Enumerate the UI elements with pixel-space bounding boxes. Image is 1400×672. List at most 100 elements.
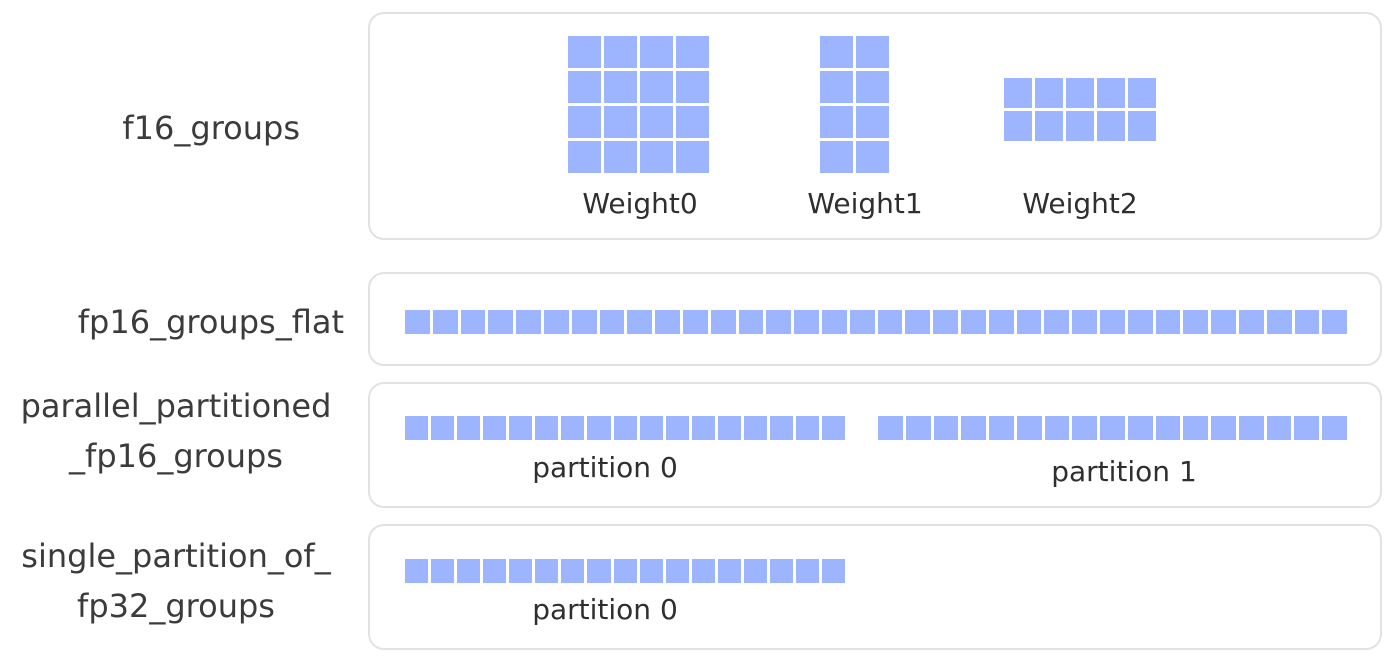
flat-block <box>587 416 611 440</box>
flat-block <box>738 310 764 334</box>
weight-cell <box>640 141 673 173</box>
single-partition-label: single_partition_of_ fp32_groups <box>0 534 352 628</box>
weight-cell <box>568 141 601 173</box>
partition-1-caption: partition 1 <box>1051 455 1197 488</box>
single-partition-0-strip <box>405 559 846 583</box>
flat-block <box>1322 310 1348 334</box>
flat-block <box>1238 310 1264 334</box>
flat-block <box>795 416 819 440</box>
flat-block <box>1266 310 1292 334</box>
flat-block <box>1294 416 1320 440</box>
weight1-grid <box>820 36 889 173</box>
flat-block <box>457 559 481 583</box>
flat-block <box>794 310 819 334</box>
flat-block <box>460 310 486 334</box>
flat-block <box>561 559 585 583</box>
weight-cell <box>676 71 709 103</box>
flat-block <box>1127 416 1153 440</box>
flat-strip <box>405 310 1348 334</box>
flat-block <box>1183 310 1209 334</box>
flat-block <box>766 310 792 334</box>
flat-block <box>1155 310 1181 334</box>
flat-block <box>431 559 455 583</box>
flat-block <box>613 559 637 583</box>
flat-block <box>1044 310 1070 334</box>
flat-block <box>878 416 903 440</box>
fp16-groups-flat-panel <box>368 272 1382 366</box>
parallel-partitioned-label: parallel_partitioned _fp16_groups <box>0 384 352 478</box>
parallel-partitioned-panel: partition 0 partition 1 <box>368 382 1382 508</box>
flat-block <box>405 310 430 334</box>
flat-block <box>535 416 559 440</box>
flat-block <box>561 416 585 440</box>
flat-block <box>960 310 986 334</box>
flat-block <box>1238 416 1264 440</box>
flat-block <box>769 416 793 440</box>
weight2-grid <box>1004 78 1156 141</box>
parallel-partitioned-label-line1: parallel_partitioned <box>20 387 332 425</box>
flat-block <box>1322 416 1348 440</box>
weight-cell <box>568 106 601 138</box>
parallel-partitioned-label-line2: _fp16_groups <box>69 437 283 475</box>
weight-cell <box>820 106 853 138</box>
partition-0-caption: partition 0 <box>532 451 678 484</box>
flat-block <box>1072 416 1098 440</box>
weight-cell <box>568 36 601 68</box>
weight-cell <box>568 71 601 103</box>
weight-cell <box>1097 78 1125 108</box>
weight-cell <box>640 36 673 68</box>
weight-cell <box>1097 111 1125 141</box>
single-partition-label-line2: fp32_groups <box>77 587 275 625</box>
flat-block <box>877 310 903 334</box>
weight-cell <box>1128 111 1156 141</box>
flat-block <box>717 416 741 440</box>
weight-cell <box>1066 111 1094 141</box>
flat-block <box>933 310 958 334</box>
single-partition-panel: partition 0 <box>368 524 1382 650</box>
flat-block <box>1072 310 1097 334</box>
flat-block <box>933 416 959 440</box>
weight0-caption: Weight0 <box>582 187 698 220</box>
partition-0-strip <box>405 416 846 440</box>
flat-block <box>710 310 736 334</box>
weight-cell <box>640 106 673 138</box>
flat-block <box>639 416 663 440</box>
flat-block <box>822 416 846 440</box>
flat-block <box>655 310 680 334</box>
weight-cell <box>604 106 637 138</box>
weight-cell <box>604 71 637 103</box>
weight-cell <box>1004 78 1032 108</box>
flat-block <box>717 559 741 583</box>
flat-block <box>405 559 429 583</box>
weight-cell <box>856 36 889 68</box>
flat-block <box>905 310 931 334</box>
weight-cell <box>856 106 889 138</box>
flat-block <box>432 310 458 334</box>
weight-cell <box>604 36 637 68</box>
weight-cell <box>1004 111 1032 141</box>
flat-block <box>571 310 597 334</box>
single-partition-0-caption: partition 0 <box>532 593 678 626</box>
weight-cell <box>1128 78 1156 108</box>
weight-cell <box>1035 78 1063 108</box>
flat-block <box>691 559 715 583</box>
flat-block <box>1099 310 1125 334</box>
flat-block <box>849 310 875 334</box>
flat-block <box>795 559 819 583</box>
flat-block <box>691 416 715 440</box>
flat-block <box>743 559 767 583</box>
weight-cell <box>1035 111 1063 141</box>
flat-block <box>405 416 429 440</box>
weight-cell <box>640 71 673 103</box>
flat-block <box>961 416 987 440</box>
flat-block <box>431 416 455 440</box>
flat-block <box>483 559 507 583</box>
weight-cell <box>676 36 709 68</box>
weight-cell <box>820 141 853 173</box>
weight-cell <box>1066 78 1094 108</box>
weight-cell <box>856 141 889 173</box>
flat-block <box>509 559 533 583</box>
flat-block <box>488 310 514 334</box>
weight-cell <box>820 36 853 68</box>
flat-block <box>457 416 481 440</box>
